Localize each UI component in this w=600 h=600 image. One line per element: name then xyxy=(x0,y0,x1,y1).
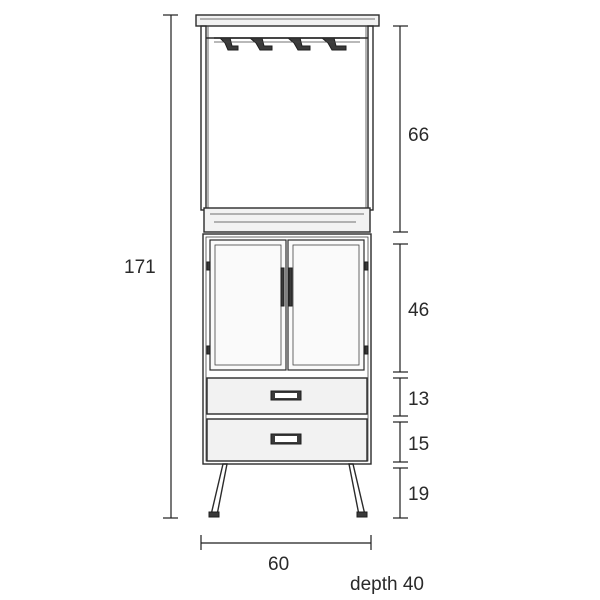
upper-section-label: 66 xyxy=(408,125,429,146)
cabinet-doors xyxy=(206,239,369,371)
dimension-lines xyxy=(163,14,408,550)
total-height-label: 171 xyxy=(124,257,156,278)
cabinet-drawing xyxy=(195,14,380,518)
drawer-top-label: 13 xyxy=(408,389,429,410)
cabinet-label: 46 xyxy=(408,300,429,321)
drawers xyxy=(206,377,368,462)
top-board xyxy=(195,14,380,27)
open-shelf xyxy=(203,207,371,233)
glass-rack xyxy=(214,37,360,51)
dimension-labels: 171 66 46 13 15 19 60 depth 40 xyxy=(124,125,429,595)
drawer-bottom-label: 15 xyxy=(408,434,429,455)
width-label: 60 xyxy=(268,554,289,575)
legs-label: 19 xyxy=(408,484,429,505)
depth-note: depth 40 xyxy=(350,574,424,595)
legs xyxy=(208,463,368,518)
upper-frame xyxy=(200,25,374,211)
